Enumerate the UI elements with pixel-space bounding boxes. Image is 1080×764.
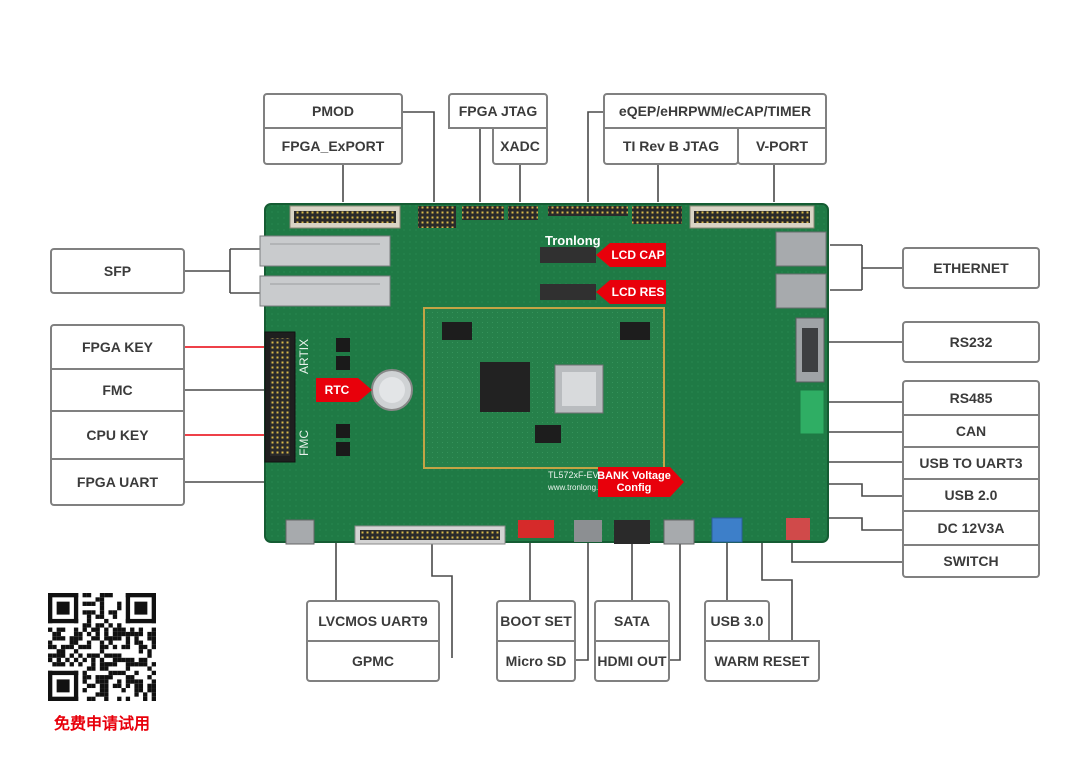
callout-lcd-res: LCD RES <box>596 280 666 304</box>
label-xadc: XADC <box>492 127 548 165</box>
label-boot-set: BOOT SET <box>496 600 576 642</box>
label-cpu-key: CPU KEY <box>50 410 185 460</box>
label-sata: SATA <box>594 600 670 642</box>
callout-rtc: RTC <box>316 378 372 402</box>
label-micro-sd: Micro SD <box>496 640 576 682</box>
callout-bank-voltage: BANK Voltage Config <box>598 467 684 497</box>
label-rs485: RS485 <box>902 380 1040 416</box>
connector-lines <box>185 111 902 661</box>
label-dc-12v3a: DC 12V3A <box>902 510 1040 546</box>
label-fpga-key: FPGA KEY <box>50 324 185 370</box>
label-hdmi-out: HDMI OUT <box>594 640 670 682</box>
promo-text: 免费申请试用 <box>53 714 150 733</box>
label-ti-jtag: TI Rev B JTAG <box>603 127 739 165</box>
label-gpmc: GPMC <box>306 640 440 682</box>
label-pmod: PMOD <box>263 93 403 129</box>
board-brand-text: Tronlong <box>545 233 601 248</box>
pcb: Tronlong ARTIX FMC TL572xF-EVM www.tronl… <box>259 203 829 545</box>
label-switch: SWITCH <box>902 544 1040 578</box>
board-artix-text: ARTIX <box>297 339 311 374</box>
board-website-text: www.tronlong.com <box>547 483 614 492</box>
callout-bank-line2: Config <box>616 482 652 494</box>
label-usb-to-uart3: USB TO UART3 <box>902 446 1040 480</box>
label-rs232: RS232 <box>902 321 1040 363</box>
label-warm-reset: WARM RESET <box>704 640 820 682</box>
label-fpga-jtag: FPGA JTAG <box>448 93 548 129</box>
label-fmc: FMC <box>50 368 185 412</box>
board-fmc-text: FMC <box>297 430 311 456</box>
label-usb-2-0: USB 2.0 <box>902 478 1040 512</box>
label-eqep: eQEP/eHRPWM/eCAP/TIMER <box>603 93 827 129</box>
label-ethernet: ETHERNET <box>902 247 1040 289</box>
label-sfp: SFP <box>50 248 185 294</box>
qr-code-image <box>48 593 156 701</box>
label-fpga-export: FPGA_ExPORT <box>263 127 403 165</box>
label-fpga-uart: FPGA UART <box>50 458 185 506</box>
callout-lcd-cap: LCD CAP <box>596 243 666 267</box>
label-vport: V-PORT <box>737 127 827 165</box>
label-usb-3-0: USB 3.0 <box>704 600 770 642</box>
label-lvcmos-uart9: LVCMOS UART9 <box>306 600 440 642</box>
callout-bank-line1: BANK Voltage <box>597 470 671 482</box>
label-can: CAN <box>902 414 1040 448</box>
board-model-text: TL572xF-EVM <box>548 470 606 480</box>
